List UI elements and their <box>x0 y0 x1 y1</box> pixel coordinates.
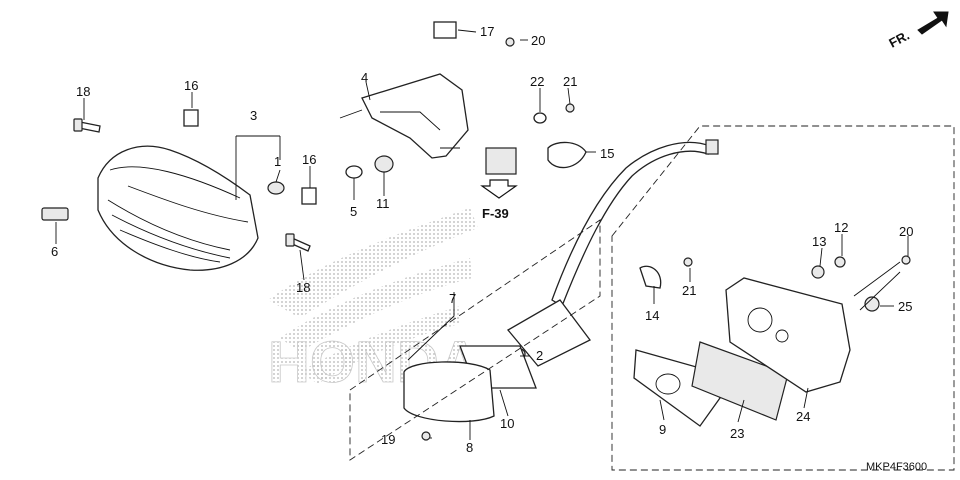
tail-light-stay-bracket <box>361 73 469 159</box>
front-direction-indicator: FR. <box>886 11 949 51</box>
callouts: 1 2 3 4 5 6 7 8 9 10 11 12 13 14 15 16 1… <box>51 24 913 455</box>
license-light-lens-8 <box>403 361 495 423</box>
callout-25: 25 <box>898 299 912 314</box>
band-15 <box>547 141 587 169</box>
cover-hole-small <box>775 329 789 343</box>
tail-light-assembly <box>97 145 259 271</box>
clip-nut-16-mid <box>301 187 317 205</box>
tail-light-lens-ridges <box>107 185 249 263</box>
grommet-11 <box>374 155 394 173</box>
callout-20-right: 20 <box>899 224 913 239</box>
callout-13: 13 <box>812 234 826 249</box>
watermark-wing <box>268 208 478 384</box>
screw-19 <box>421 431 431 441</box>
callout-21-right: 21 <box>682 283 696 298</box>
callout-16-left: 16 <box>184 78 198 93</box>
callout-5: 5 <box>350 204 357 219</box>
callout-20-top: 20 <box>531 33 545 48</box>
callout-19: 19 <box>381 432 395 447</box>
reference-label: F-39 <box>482 206 509 221</box>
reflector-23 <box>691 341 789 421</box>
washer-22 <box>533 112 547 124</box>
tail-light-lens-edge <box>109 166 241 199</box>
callout-24: 24 <box>796 409 810 424</box>
callout-7: 7 <box>449 291 456 306</box>
license-light-wire <box>551 141 711 307</box>
callout-21-top: 21 <box>563 74 577 89</box>
connector-clip-17 <box>433 21 457 39</box>
callout-1: 1 <box>274 154 281 169</box>
callout-22: 22 <box>530 74 544 89</box>
collar-5 <box>345 165 363 179</box>
clamp-14 <box>639 265 662 289</box>
callout-18-upper: 18 <box>76 84 90 99</box>
tail-light-rubber <box>41 207 69 221</box>
tail-light-housing <box>97 145 259 271</box>
socket-bulb <box>267 181 285 195</box>
group-outline-tail-light <box>611 125 955 471</box>
clip-nut-16-left <box>183 109 199 127</box>
cover-hole-large <box>747 307 773 333</box>
screw-21-right <box>683 257 693 267</box>
reflector-base-hole <box>655 373 681 395</box>
grommet-boxed <box>485 147 517 175</box>
screw-21-top <box>565 103 575 113</box>
callout-9: 9 <box>659 422 666 437</box>
callout-23: 23 <box>730 426 744 441</box>
callout-17: 17 <box>480 24 494 39</box>
license-light-socket <box>507 299 591 367</box>
callout-14: 14 <box>645 308 659 323</box>
grommet-25 <box>864 296 880 312</box>
bolt-18-upper <box>73 118 101 133</box>
nut-12 <box>834 256 846 268</box>
callout-18-lower: 18 <box>296 280 310 295</box>
direction-label: FR. <box>886 28 912 51</box>
callout-3: 3 <box>250 108 257 123</box>
direction-arrow-icon <box>917 11 949 35</box>
reference-arrow: F-39 <box>480 179 518 221</box>
callout-8: 8 <box>466 440 473 455</box>
group-outline-license-light <box>349 219 601 461</box>
callout-10: 10 <box>500 416 514 431</box>
screw-20-top <box>505 37 515 47</box>
wire-connector-end <box>705 139 719 155</box>
collar-13 <box>811 265 825 279</box>
callout-6: 6 <box>51 244 58 259</box>
stay-bracket-detail <box>380 111 441 131</box>
screw-20-right <box>901 255 911 265</box>
callout-12: 12 <box>834 220 848 235</box>
leader-lines <box>55 29 909 440</box>
callout-16-mid: 16 <box>302 152 316 167</box>
callout-2: 2 <box>536 348 543 363</box>
bolt-18-lower <box>285 233 311 252</box>
diagram-code: MKP4F3600 <box>866 461 927 473</box>
callout-15: 15 <box>600 146 614 161</box>
callout-4: 4 <box>361 70 368 85</box>
callout-11: 11 <box>376 196 390 211</box>
